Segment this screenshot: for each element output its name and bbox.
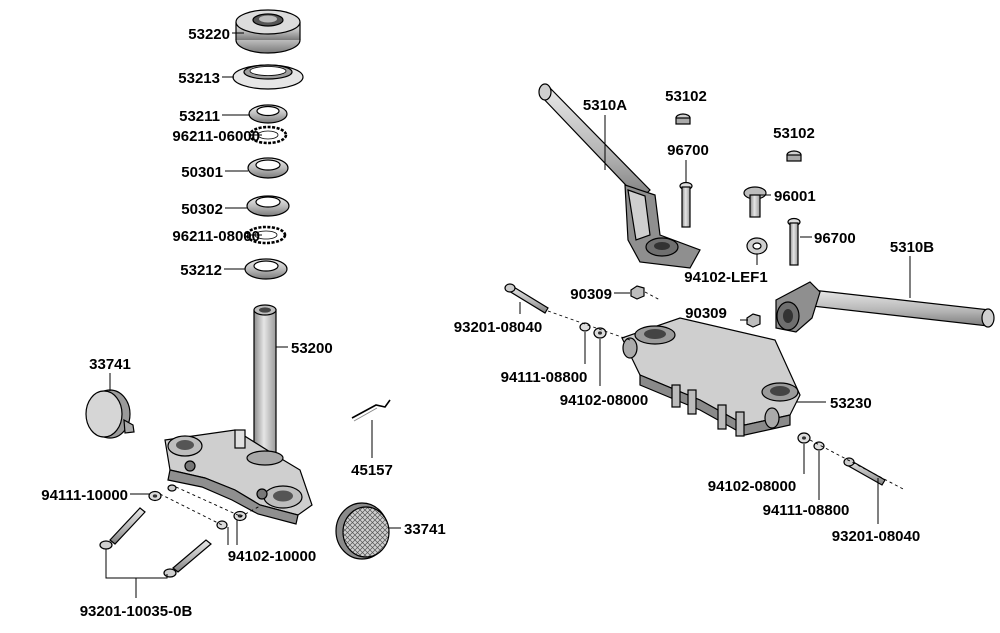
part-45157-clip	[351, 399, 391, 422]
label-94102-10000: 94102-10000	[228, 548, 316, 565]
label-96211-08000: 96211-08000	[172, 228, 260, 245]
part-94111-08800-washers	[579, 322, 825, 451]
label-94102-08000-right: 94102-08000	[708, 478, 796, 495]
part-93201-10035-0B-bolts	[99, 507, 212, 578]
part-94102-10000-washer	[216, 510, 247, 530]
label-93201-08040-left: 93201-08040	[454, 319, 542, 336]
part-labels: 53220 53213 53211 96211-06000 50301 5030…	[41, 26, 934, 620]
label-5310B: 5310B	[890, 239, 934, 256]
left-dashed-guides	[159, 486, 261, 526]
label-96700-right: 96700	[814, 230, 856, 247]
label-53102-left: 53102	[665, 88, 707, 105]
label-90309-left: 90309	[570, 286, 612, 303]
part-33741-top-cap	[85, 389, 135, 439]
right-dashed-guides	[547, 291, 906, 491]
part-5310A-left-handlebar	[538, 83, 701, 269]
part-94102-08000-washers	[593, 327, 811, 444]
label-93201-10035-0B: 93201-10035-0B	[80, 603, 193, 620]
part-96001-bolt	[743, 186, 767, 218]
part-94102-LEF1-washer	[746, 237, 768, 255]
label-33741-top: 33741	[89, 356, 131, 373]
label-94111-10000: 94111-10000	[41, 487, 128, 504]
label-96211-06000: 96211-06000	[172, 128, 260, 145]
part-53213-dust-seal	[232, 64, 304, 90]
part-33741-bottom-cap	[335, 502, 390, 560]
part-93201-08040-bolts	[504, 283, 886, 486]
label-94102-08000-left: 94102-08000	[560, 392, 648, 409]
label-96700-left: 96700	[667, 142, 709, 159]
label-94102-LEF1: 94102-LEF1	[684, 269, 767, 286]
part-96211-08000-balls	[245, 225, 287, 245]
label-5310A: 5310A	[583, 97, 627, 114]
label-53200: 53200	[291, 340, 333, 357]
label-33741-bottom: 33741	[404, 521, 446, 538]
part-53102-caps	[675, 113, 802, 162]
part-53211-race	[248, 104, 288, 124]
label-45157: 45157	[351, 462, 393, 479]
label-93201-08040-right: 93201-08040	[832, 528, 920, 545]
label-53213: 53213	[178, 70, 220, 87]
part-94111-10000-washer	[148, 484, 177, 502]
label-53230: 53230	[830, 395, 872, 412]
label-50301: 50301	[181, 164, 223, 181]
part-5310B-right-handlebar	[775, 281, 995, 333]
part-53230-handlebar-holder	[621, 317, 801, 437]
part-50301-race	[247, 157, 289, 179]
label-53212: 53212	[180, 262, 222, 279]
part-90309-nuts	[630, 285, 761, 328]
part-53220-top-cap	[235, 9, 301, 54]
label-53102-right: 53102	[773, 125, 815, 142]
label-94111-08800-left: 94111-08800	[501, 369, 588, 386]
label-90309-right: 90309	[685, 305, 727, 322]
part-53212-race	[244, 258, 288, 280]
part-50302-race	[246, 195, 290, 217]
label-53211: 53211	[179, 108, 220, 125]
part-53200-steering-stem	[164, 304, 313, 525]
label-50302: 50302	[181, 201, 223, 218]
leader-lines	[105, 32, 911, 598]
label-53220: 53220	[188, 26, 230, 43]
part-96700-bolts	[679, 181, 801, 266]
label-94111-08800-right: 94111-08800	[763, 502, 850, 519]
label-96001: 96001	[774, 188, 816, 205]
